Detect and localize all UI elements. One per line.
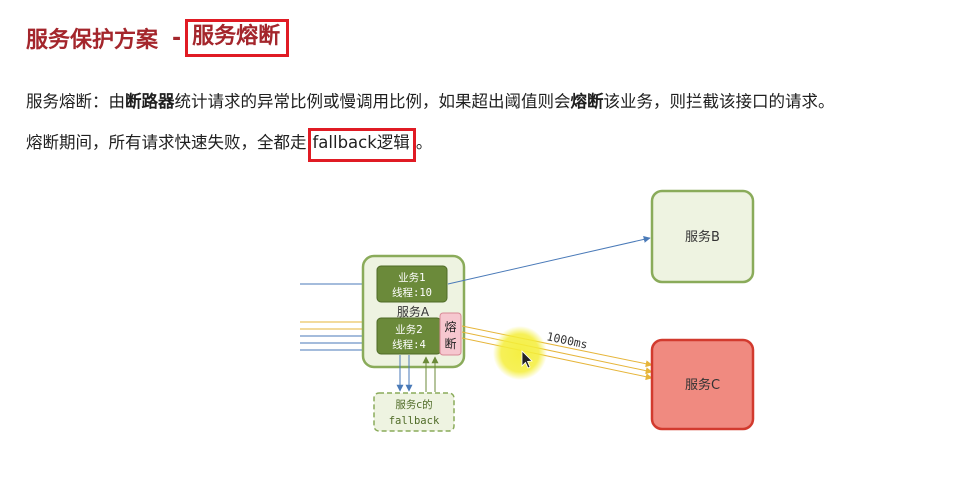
p2-text-2: 。 bbox=[415, 133, 433, 152]
p1-text-3: 该业务，则拦截该接口的请求。 bbox=[603, 92, 835, 111]
breaker-label-2: 断 bbox=[444, 336, 456, 351]
service-b-label: 服务B bbox=[685, 229, 720, 245]
paragraph-1: 服务熔断：由断路器统计请求的异常比例或慢调用比例，如果超出阈值则会熔断该业务，则… bbox=[26, 88, 835, 112]
title-highlight: 服务熔断 bbox=[185, 19, 290, 57]
business-2-name: 业务2 bbox=[395, 323, 423, 336]
title-dash: - bbox=[172, 25, 182, 51]
fallback-label-1: 服务c的 bbox=[395, 398, 432, 411]
business-2-threads: 线程:4 bbox=[392, 338, 426, 351]
p2-text-1: 熔断期间，所有请求快速失败，全都走 bbox=[26, 133, 307, 152]
arrows-from-fallback bbox=[422, 356, 439, 392]
p1-bold-2: 熔断 bbox=[570, 92, 604, 111]
p1-bold-1: 断路器 bbox=[125, 92, 175, 111]
business-1-threads: 线程:10 bbox=[392, 286, 432, 299]
p1-text-2: 统计请求的异常比例或慢调用比例，如果超出阈值则会 bbox=[174, 92, 571, 111]
service-a-label: 服务A bbox=[397, 304, 430, 319]
p2-highlight: fallback逻辑 bbox=[307, 128, 416, 162]
title-prefix: 服务保护方案 bbox=[26, 28, 159, 53]
page-title: 服务保护方案 - 服务熔断 bbox=[26, 19, 290, 57]
mouse-pointer-icon bbox=[521, 350, 533, 369]
business-1-name: 业务1 bbox=[398, 271, 426, 284]
arrows-to-service-c bbox=[461, 325, 653, 381]
service-c-box bbox=[650, 338, 755, 431]
service-c-label: 服务C bbox=[685, 377, 720, 393]
breaker-label-1: 熔 bbox=[444, 319, 456, 334]
business-1-box bbox=[376, 265, 448, 303]
fallback-box bbox=[373, 392, 455, 432]
arrow-to-service-b bbox=[447, 235, 651, 285]
p1-text-1: 服务熔断：由 bbox=[26, 92, 125, 111]
service-b-box bbox=[650, 189, 755, 284]
circuit-breaker-box bbox=[439, 312, 462, 356]
fallback-label-2: fallback bbox=[389, 415, 440, 427]
arrows-to-fallback bbox=[396, 355, 413, 392]
cursor-highlight bbox=[493, 326, 547, 380]
latency-label: 1000ms bbox=[545, 329, 589, 351]
